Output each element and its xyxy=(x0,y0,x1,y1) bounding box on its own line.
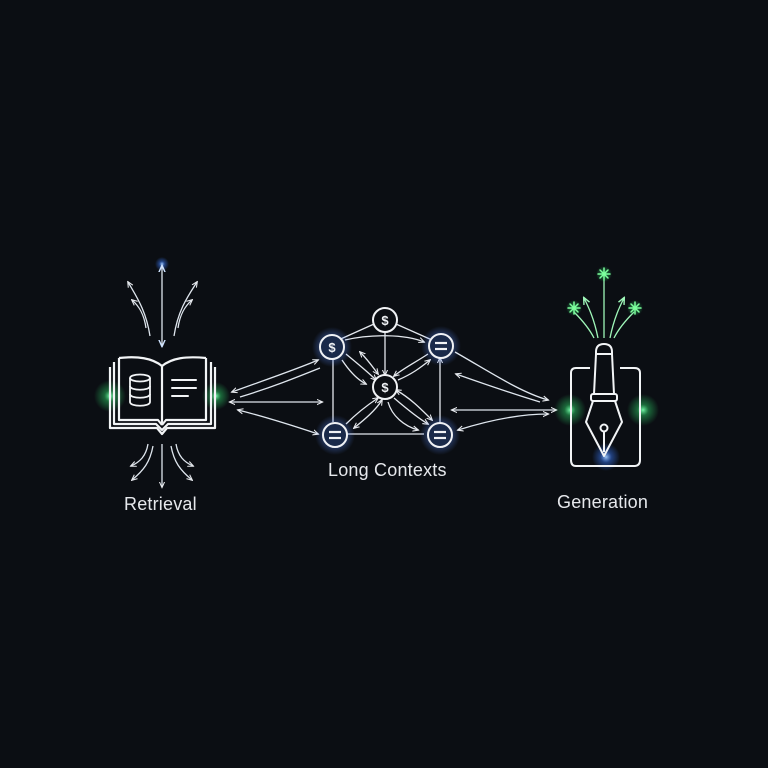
svg-text:$: $ xyxy=(328,340,336,355)
network-node-lower-right xyxy=(420,415,460,455)
retrieval-down-arrows-icon xyxy=(131,443,193,487)
network-node-center: $ xyxy=(372,374,398,400)
node-network-icon: $ $ $ xyxy=(312,307,461,455)
long-contexts-label: Long Contexts xyxy=(328,460,447,480)
retrieval-stage xyxy=(94,257,230,487)
svg-text:$: $ xyxy=(381,313,389,328)
network-node-upper-right xyxy=(421,326,461,366)
generation-stage xyxy=(554,266,659,471)
fountain-pen-icon xyxy=(570,343,641,467)
open-book-database-icon xyxy=(108,356,217,436)
network-node-upper-left: $ xyxy=(312,327,352,367)
generation-label: Generation xyxy=(557,492,649,512)
database-icon xyxy=(129,373,151,407)
text-lines-icon xyxy=(171,379,197,397)
retrieval-to-context-arrows xyxy=(230,360,322,434)
sparkle-stars-icon xyxy=(566,266,643,316)
retrieval-up-arrows-icon xyxy=(128,266,197,346)
network-node-top: $ xyxy=(372,307,398,333)
svg-text:$: $ xyxy=(381,380,389,395)
network-node-lower-left xyxy=(315,415,355,455)
sparkle-arrows-icon xyxy=(573,280,635,339)
context-to-generation-arrows xyxy=(452,351,556,430)
retrieval-label: Retrieval xyxy=(124,494,197,514)
